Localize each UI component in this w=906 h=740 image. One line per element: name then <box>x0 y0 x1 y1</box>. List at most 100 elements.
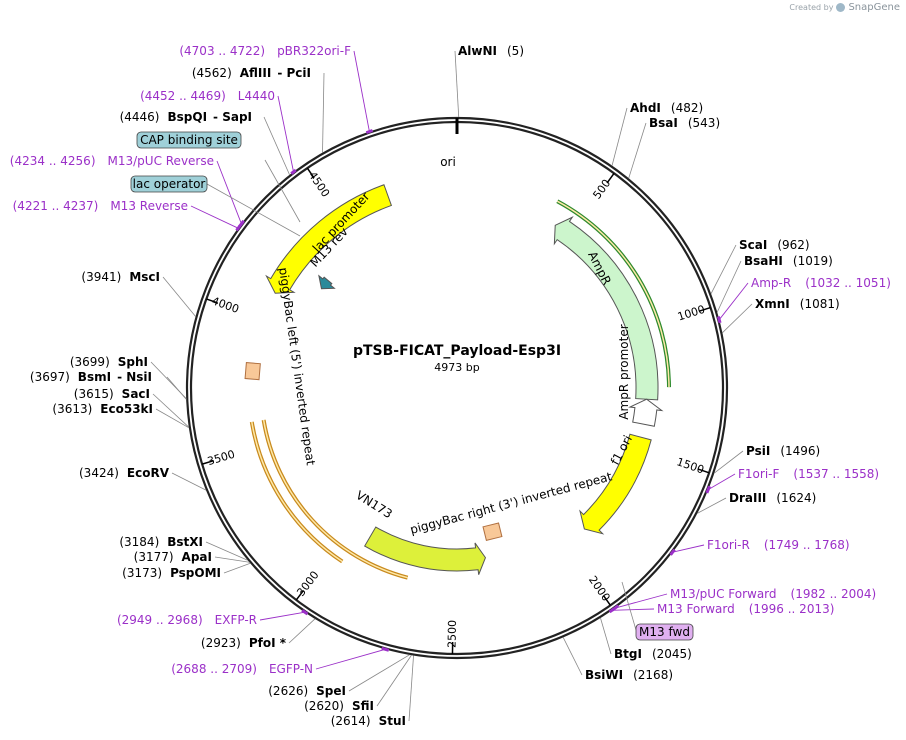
enzyme-pos: (2045) <box>652 647 692 661</box>
enzyme-label-2: BsaI(543) <box>649 116 720 130</box>
enzyme-label-8: BtgI (2045) <box>614 647 692 661</box>
primer-leader-1 <box>277 95 294 172</box>
enzyme-name: BtgI <box>614 647 642 661</box>
enzyme-pair-sep: - <box>213 110 222 124</box>
feature-5-arrow <box>318 274 336 290</box>
tick-label-1500: 1500 <box>675 455 706 476</box>
enzyme-pair-name: SapI <box>222 110 252 124</box>
enzyme-name: BsiWI <box>585 668 623 682</box>
primer-leader-10 <box>315 648 386 670</box>
enzyme-name: BspQI <box>167 110 207 124</box>
enzyme-label-20: (3697)BsmI- NsiI <box>30 370 152 384</box>
leader-BtgI <box>600 617 612 655</box>
primer-name: Amp-R <box>751 276 791 290</box>
enzyme-label-6: PsiI(1496) <box>746 444 820 458</box>
boxed-label-bg-0 <box>136 131 242 149</box>
enzyme-name: SphI <box>118 355 148 369</box>
enzyme-name: SpeI <box>316 684 346 698</box>
leader-PsiI <box>714 450 744 474</box>
enzyme-label-3: ScaI (962) <box>739 238 810 252</box>
enzyme-name: PsiI <box>746 444 770 458</box>
enzyme-name: BsaHI <box>744 254 783 268</box>
tick-3000 <box>295 589 305 601</box>
enzyme-label-9: BsiWI (2168) <box>585 668 673 682</box>
enzyme-pos: (482) <box>671 101 703 115</box>
enzyme-pos: (1081) <box>800 297 840 311</box>
enzyme-name: SfiI <box>352 699 374 713</box>
primer-site-6 <box>669 548 676 556</box>
leader-StuI <box>408 655 414 722</box>
leader-AhdI <box>611 107 628 166</box>
feature-6-box <box>244 362 261 381</box>
boxed-label-1: lac operator <box>133 177 206 191</box>
primer-name: M13/pUC Reverse <box>108 154 215 168</box>
tick-label-3500: 3500 <box>206 448 237 468</box>
primer-range: (1537 .. 1558) <box>793 467 879 481</box>
primer-site-3 <box>235 225 241 232</box>
primer-label-9: (2949 .. 2968)EXFP-R <box>117 613 257 627</box>
leader-ApaI <box>214 556 250 563</box>
primer-leader-3 <box>190 205 239 229</box>
primer-arc-core-amp-r <box>556 200 670 388</box>
feature-label-2: AmpR promoter <box>617 324 631 419</box>
primer-label-10: (2688 .. 2709)EGFP-N <box>171 662 313 676</box>
primer-range: (1982 .. 2004) <box>791 587 877 601</box>
tick-3500 <box>201 459 214 465</box>
enzyme-pos: (1624) <box>776 491 816 505</box>
tick-label-2000: 2000 <box>586 573 613 603</box>
enzyme-name: DraIII <box>729 491 766 505</box>
enzyme-pos: (3699) <box>70 355 110 369</box>
primer-leader-5 <box>707 473 736 491</box>
enzyme-name: BsaI <box>649 116 678 130</box>
primer-range: (4452 .. 4469) <box>140 89 226 103</box>
enzyme-pos: (2923) <box>201 636 241 650</box>
primer-leader-6 <box>672 544 705 553</box>
feature-label-6: piggyBac left (5') inverted repeat <box>276 267 318 467</box>
leader-BsiWI <box>562 637 583 676</box>
primer-label-8: M13 Forward(1996 .. 2013) <box>657 602 834 616</box>
plasmid-name: pTSB-FICAT_Payload-Esp3I <box>353 343 561 359</box>
site-labels: AlwNI(5)AhdI(482)BsaI(543)ScaI(962)BsaHI… <box>10 44 891 728</box>
enzyme-label-15: (3177)ApaI <box>134 550 212 564</box>
tick-label-1000: 1000 <box>676 303 707 324</box>
enzyme-name: StuI <box>379 714 406 728</box>
primer-name: F1ori-R <box>707 538 750 552</box>
enzyme-label-21: (3699) SphI <box>70 355 148 369</box>
enzyme-pos: (1019) <box>793 254 833 268</box>
enzyme-pair-sep: - <box>117 370 126 384</box>
boxed-leader-1 <box>206 183 301 237</box>
boxed-leader-0 <box>264 159 301 223</box>
primer-range: (1032 .. 1051) <box>805 276 891 290</box>
enzyme-name: ScaI <box>739 238 767 252</box>
primer-label-2: (4234 .. 4256) M13/pUC Reverse <box>10 154 214 168</box>
enzyme-pos: (962) <box>777 238 809 252</box>
enzyme-pair-name: NsiI <box>126 370 152 384</box>
boxed-label-bg-2 <box>635 623 694 641</box>
enzyme-name: EcoRV <box>127 466 170 480</box>
leader-BsaI <box>628 122 647 179</box>
leader-SphI <box>150 361 187 399</box>
enzyme-name: MscI <box>129 270 160 284</box>
enzyme-name: BsmI <box>78 370 111 384</box>
center-title: pTSB-FICAT_Payload-Esp3I 4973 bp <box>353 343 561 374</box>
primer-arc-core-egfp-n <box>262 419 408 579</box>
enzyme-pos: (3941) <box>81 270 121 284</box>
enzyme-pos: (2626) <box>268 684 308 698</box>
enzyme-pos: (2168) <box>633 668 673 682</box>
leader-BstXI <box>205 541 249 561</box>
enzyme-label-1: AhdI(482) <box>630 101 703 115</box>
primer-site-0 <box>365 129 373 135</box>
feature-7-box <box>482 522 503 542</box>
tick-label-4000: 4000 <box>210 294 241 316</box>
leader-PspOMI <box>223 562 251 574</box>
leader-SfiI <box>376 654 412 707</box>
primer-name: M13/pUC Forward <box>670 587 777 601</box>
feature-1-arrow <box>553 216 659 401</box>
boxed-leader-2 <box>621 581 637 631</box>
leader-BspQI <box>263 116 290 176</box>
tick-label-3000: 3000 <box>294 569 321 599</box>
primer-range: (4703 .. 4722) <box>179 44 265 58</box>
primer-range: (4234 .. 4256) <box>10 154 96 168</box>
primer-name: M13 Reverse <box>110 199 188 213</box>
